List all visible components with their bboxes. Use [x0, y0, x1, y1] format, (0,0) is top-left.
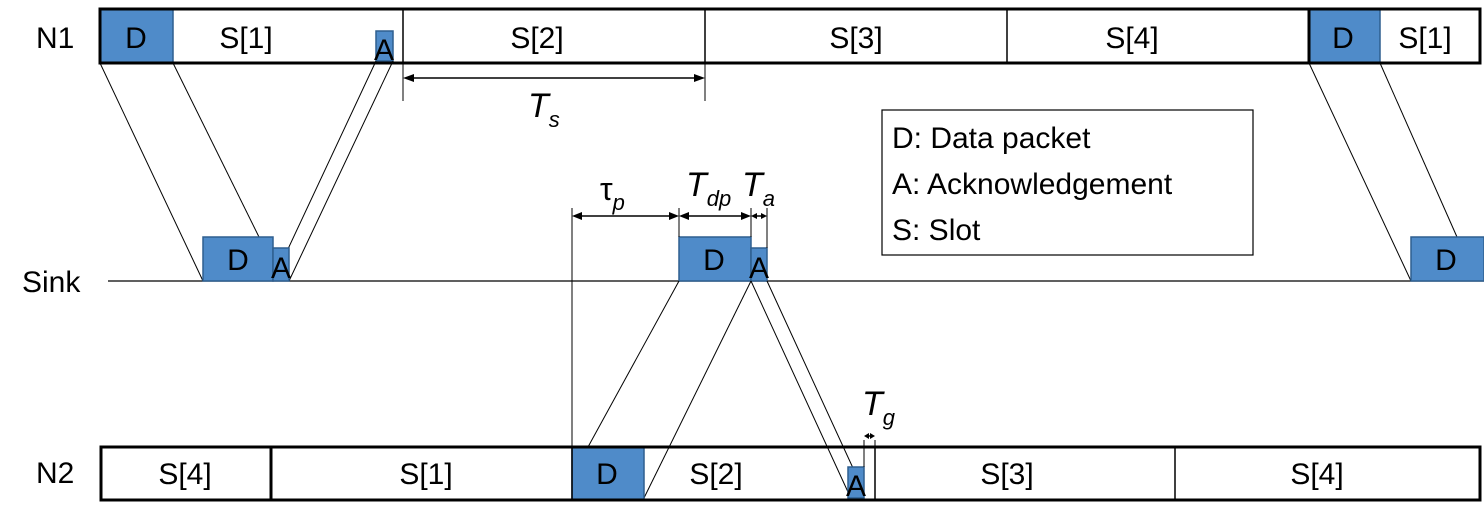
n2-slot-label: S[1] — [399, 458, 452, 491]
row-label-n1: N1 — [36, 22, 74, 55]
sink-data-packet — [202, 236, 274, 282]
n1-slot-label: S[4] — [1105, 22, 1158, 55]
n1-frame — [98, 7, 1482, 65]
row-label-sink: Sink — [22, 266, 81, 299]
ts-marker: Ts — [402, 63, 706, 132]
sink-ack-packet — [750, 247, 768, 282]
sink-n2-propagation — [587, 280, 865, 501]
n2-slot-label: S[4] — [1290, 458, 1343, 491]
tdp-label: Tdp — [686, 166, 731, 211]
tg-marker: Tg — [862, 385, 896, 467]
sink-ack-label: A — [749, 252, 769, 285]
timing-annotations: τp Tdp Ta — [571, 166, 775, 500]
n2-slot-label: D — [596, 458, 618, 491]
sink-ack-packet — [272, 247, 290, 282]
n2-slot-d — [571, 446, 645, 501]
sink-ack-label: A — [271, 252, 291, 285]
tg-label: Tg — [862, 385, 896, 430]
n1-slot-label: S[1] — [219, 22, 272, 55]
n1-ack-packet — [375, 30, 394, 62]
n1-slot-label: S[3] — [829, 22, 882, 55]
legend: D: Data packet A: Acknowledgement S: Slo… — [881, 109, 1254, 256]
sink-data-packet — [1410, 236, 1484, 282]
n1-slot-label: S[2] — [510, 22, 563, 55]
sink-data-label: D — [703, 244, 725, 277]
ts-label: Ts — [528, 87, 560, 132]
row-label-n2: N2 — [36, 457, 74, 490]
legend-box — [881, 109, 1254, 256]
n1-timeline: D S[1] S[2] S[3] S[4] D S[1] A — [98, 7, 1482, 67]
n2-ack-packet — [847, 466, 865, 499]
n2-frame — [99, 445, 1482, 502]
n1-slot-label: D — [1332, 22, 1354, 55]
n1-slot-label: S[1] — [1398, 22, 1451, 55]
ta-label: Ta — [742, 166, 775, 211]
legend-item: D: Data packet — [892, 122, 1091, 155]
n2-slot-label: S[2] — [689, 458, 742, 491]
n2-slot-label: S[3] — [980, 458, 1033, 491]
n1-sink-propagation — [99, 60, 1458, 282]
n1-ack-label: A — [374, 34, 394, 67]
legend-item: S: Slot — [892, 214, 981, 247]
legend-item: A: Acknowledgement — [892, 168, 1173, 201]
n2-slot-label: S[4] — [158, 458, 211, 491]
sink-timeline: D A D A D — [108, 236, 1484, 285]
sink-data-label: D — [1435, 244, 1457, 277]
n2-ack-label: A — [846, 470, 866, 503]
n2-timeline: S[4] S[1] D S[2] S[3] S[4] A — [99, 445, 1482, 503]
n1-slot-d-2 — [1308, 8, 1381, 64]
sink-data-label: D — [227, 244, 249, 277]
n1-slot-label: D — [125, 22, 147, 55]
tau-label: τp — [600, 171, 625, 215]
